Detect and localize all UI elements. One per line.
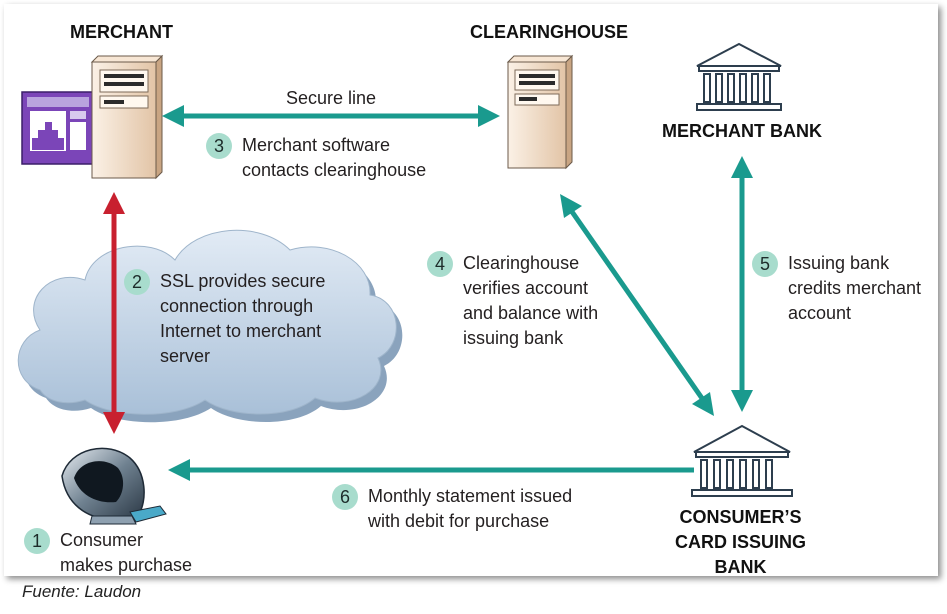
step-text: Clearinghouse verifies account and balan…: [463, 253, 599, 348]
merchant-bank-title: MERCHANT BANK: [662, 121, 822, 141]
arrow-statement: [168, 459, 694, 481]
arrow-secure-line: [162, 105, 500, 127]
issuing-bank-title: CONSUMER’S CARD ISSUING BANK: [675, 507, 807, 577]
secure-line-label: Secure line: [286, 88, 377, 108]
step-number-badge: 5: [752, 251, 778, 277]
step-5: 5 Issuing bank credits merchant account: [752, 251, 921, 326]
step-number-badge: 2: [124, 269, 150, 295]
merchant-bank-icon: [696, 42, 782, 111]
arrow-verify: [560, 194, 714, 416]
clearinghouse-server-icon: [506, 54, 574, 170]
step-3: 3 Merchant software contacts clearinghou…: [206, 133, 426, 183]
merchant-server-icon: [90, 54, 164, 180]
merchant-title: MERCHANT: [70, 22, 173, 42]
step-text: Issuing bank credits merchant account: [788, 253, 922, 323]
arrow-credit: [731, 156, 753, 412]
source-caption: Fuente: Laudon: [22, 582, 142, 601]
step-text: SSL provides secure connection through I…: [160, 271, 326, 366]
web-page-icon: [21, 91, 95, 165]
step-6: 6 Monthly statement issued with debit fo…: [332, 484, 572, 534]
step-number-badge: 4: [427, 251, 453, 277]
step-2: 2 SSL provides secure connection through…: [124, 269, 325, 369]
computer-icon: [61, 447, 167, 525]
step-1: 1 Consumer makes purchase: [24, 528, 192, 578]
clearinghouse-title: CLEARINGHOUSE: [470, 22, 629, 42]
step-4: 4 Clearinghouse verifies account and bal…: [427, 251, 598, 351]
issuing-bank-icon: [691, 424, 793, 497]
step-number-badge: 1: [24, 528, 50, 554]
step-text: Merchant software contacts clearinghouse: [242, 135, 427, 180]
step-number-badge: 3: [206, 133, 232, 159]
step-text: Monthly statement issued with debit for …: [368, 486, 573, 531]
step-text: Consumer makes purchase: [60, 530, 193, 575]
step-number-badge: 6: [332, 484, 358, 510]
arrow-ssl: [103, 192, 125, 434]
